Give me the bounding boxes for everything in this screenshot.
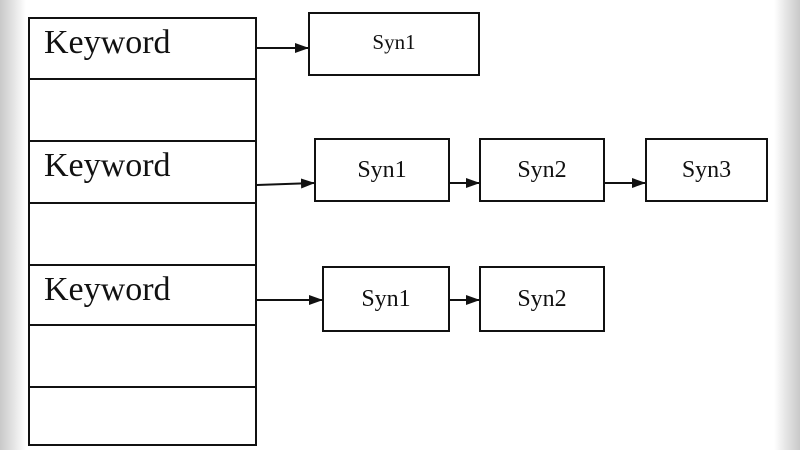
keyword-row: Keyword <box>30 140 255 202</box>
keyword-label: Keyword <box>44 271 171 308</box>
keyword-row: Keyword <box>30 264 255 324</box>
empty-keyword-row <box>30 202 255 264</box>
synonym-box: Syn1 <box>322 266 450 332</box>
keyword-label: Keyword <box>44 24 171 61</box>
synonym-box: Syn1 <box>314 138 450 202</box>
synonym-box: Syn3 <box>645 138 768 202</box>
synonym-box: Syn2 <box>479 138 605 202</box>
synonym-box: Syn2 <box>479 266 605 332</box>
keyword-label: Keyword <box>44 147 171 184</box>
empty-keyword-row <box>30 324 255 386</box>
synonym-box: Syn1 <box>308 12 480 76</box>
link-arrow <box>256 178 315 189</box>
keyword-row: Keyword <box>30 19 255 78</box>
empty-keyword-row <box>30 386 255 448</box>
right-edge-shadow <box>774 0 800 450</box>
keyword-table: Keyword Keyword Keyword <box>28 17 257 446</box>
left-edge-shadow <box>0 0 26 450</box>
arrow-group <box>256 43 646 305</box>
empty-keyword-row <box>30 78 255 140</box>
